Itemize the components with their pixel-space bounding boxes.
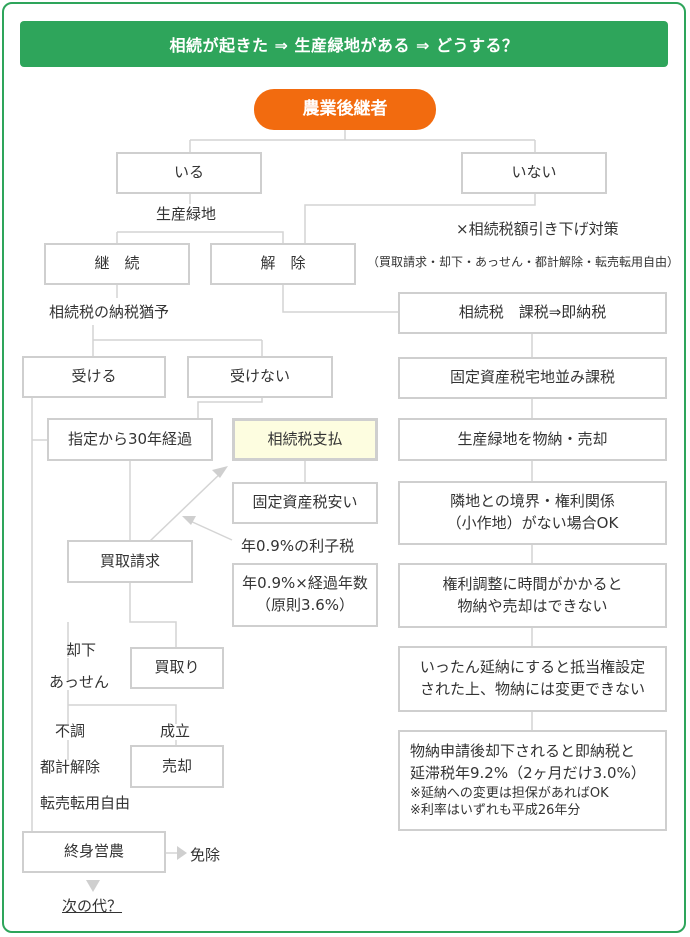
r4-line1: 隣地との境界・権利関係 xyxy=(450,492,615,511)
node-shitei-30nen: 指定から30年経過 xyxy=(47,418,213,461)
r7-note1: ※延納への変更は担保があればOK xyxy=(410,785,609,801)
label-seiritsu: 成立 xyxy=(160,722,191,740)
label-fucho: 不調 xyxy=(55,722,86,740)
keika-line2: （原則3.6%） xyxy=(255,596,355,614)
r5-line2: 物納や売却はできない xyxy=(457,596,608,615)
label-hikisage: ×相続税額引き下げ対策 xyxy=(456,220,619,238)
node-right-takuchi: 固定資産税宅地並み課税 xyxy=(398,357,667,399)
keika-line1: 年0.9%×経過年数 xyxy=(242,574,368,593)
node-souzokuzei-shiharai: 相続税支払 xyxy=(232,418,378,461)
r7-note2: ※利率はいずれも平成26年分 xyxy=(410,803,581,819)
node-nogyo-koukeisha: 農業後継者 xyxy=(254,89,436,130)
r4-line2: （小作地）がない場合OK xyxy=(446,514,619,532)
r7-line2: 延滞税年9.2%（2ヶ月だけ3.0%） xyxy=(410,763,646,782)
node-right-kenri: 権利調整に時間がかかると 物納や売却はできない xyxy=(398,563,667,628)
node-right-kazei: 相続税 課税⇒即納税 xyxy=(398,292,667,334)
label-seisan-ryokuchi: 生産緑地 xyxy=(156,205,217,223)
node-baikyaku: 売却 xyxy=(130,745,224,788)
node-kotei-yasui: 固定資産税安い xyxy=(232,482,378,524)
label-hikisage-detail: （買取請求・却下・あっせん・都計解除・転売転用自由） xyxy=(367,255,680,269)
label-tokei-kaijo: 都計解除 xyxy=(40,758,101,776)
node-right-butsunou: 生産緑地を物納・売却 xyxy=(398,418,667,461)
node-kaitori: 買取り xyxy=(130,647,224,689)
node-iru: いる xyxy=(116,152,262,194)
node-inai: いない xyxy=(461,152,607,194)
node-shushin-einou: 終身営農 xyxy=(22,831,166,873)
node-right-kyakka: 物納申請後却下されると即納税と 延滞税年9.2%（2ヶ月だけ3.0%） ※延納へ… xyxy=(398,730,667,831)
node-ukeru: 受ける xyxy=(22,356,166,398)
node-kaijo: 解 除 xyxy=(210,243,356,285)
node-keika-nensu: 年0.9%×経過年数 （原則3.6%） xyxy=(232,563,378,627)
label-assen: あっせん xyxy=(49,673,110,691)
r5-line1: 権利調整に時間がかかると xyxy=(442,574,623,593)
r6-line1: いったん延納にすると抵当権設定 xyxy=(419,658,646,677)
label-nozei-yuyo: 相続税の納税猶予 xyxy=(49,303,170,321)
label-menjo: 免除 xyxy=(190,846,221,864)
label-kyakka: 却下 xyxy=(66,641,97,659)
node-right-ennou: いったん延納にすると抵当権設定 された上、物納には変更できない xyxy=(398,646,667,712)
node-kaitori-seikyu: 買取請求 xyxy=(67,540,193,583)
header-title: 相続が起きた ⇒ 生産緑地がある ⇒ どうする？ xyxy=(20,21,668,67)
label-rishizei: 年0.9%の利子税 xyxy=(241,537,355,555)
label-tsugi-no-dai: 次の代？ xyxy=(62,897,123,915)
node-ukenai: 受けない xyxy=(187,356,333,398)
r6-line2: された上、物納には変更できない xyxy=(419,680,645,698)
node-right-kyokai: 隣地との境界・権利関係 （小作地）がない場合OK xyxy=(398,481,667,545)
node-keizoku: 継 続 xyxy=(44,243,190,285)
r7-line1: 物納申請後却下されると即納税と xyxy=(410,742,636,761)
label-tenbai-tenyo: 転売転用自由 xyxy=(40,794,131,812)
